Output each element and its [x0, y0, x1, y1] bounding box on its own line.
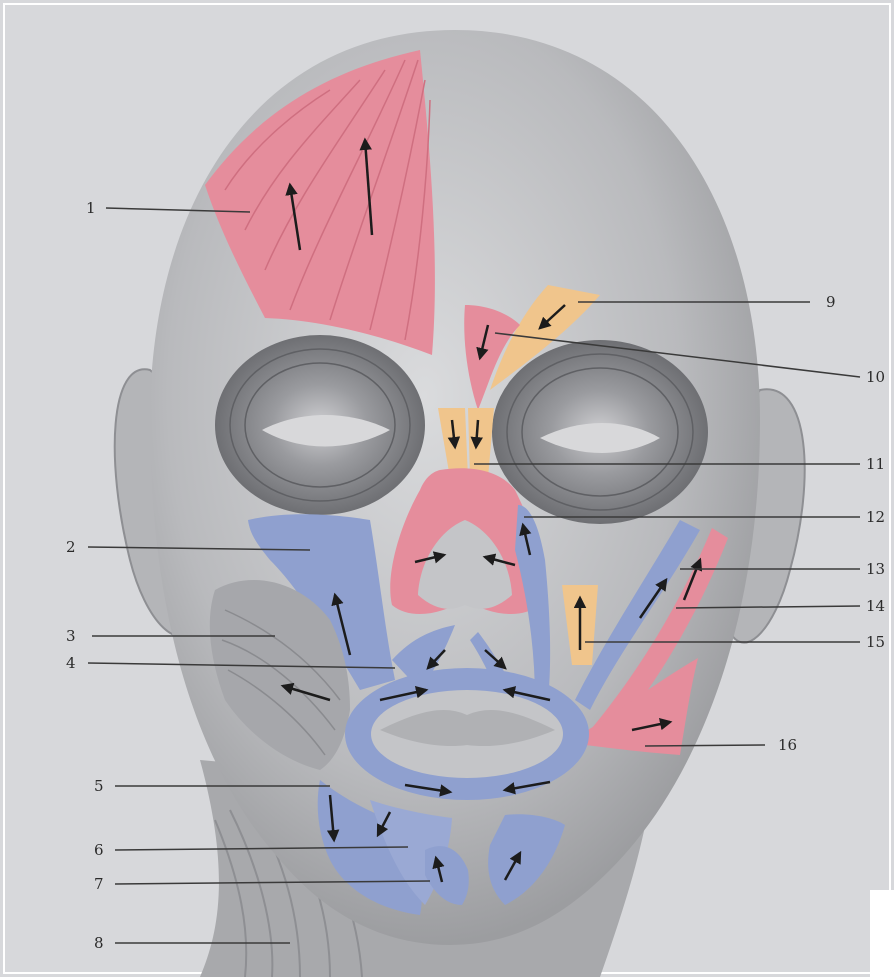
label-11: 11 — [866, 455, 885, 473]
label-12: 12 — [866, 508, 885, 526]
label-10: 10 — [866, 368, 885, 386]
label-4: 4 — [66, 654, 76, 672]
label-6: 6 — [94, 841, 104, 859]
label-9: 9 — [826, 293, 836, 311]
corner-patch — [870, 890, 894, 977]
label-14: 14 — [866, 597, 885, 615]
label-1: 1 — [86, 199, 96, 217]
label-3: 3 — [66, 627, 76, 645]
label-16: 16 — [778, 736, 797, 754]
label-8: 8 — [94, 934, 104, 952]
label-15: 15 — [866, 633, 885, 651]
label-13: 13 — [866, 560, 885, 578]
label-5: 5 — [94, 777, 104, 795]
label-2: 2 — [66, 538, 76, 556]
label-7: 7 — [94, 875, 104, 893]
